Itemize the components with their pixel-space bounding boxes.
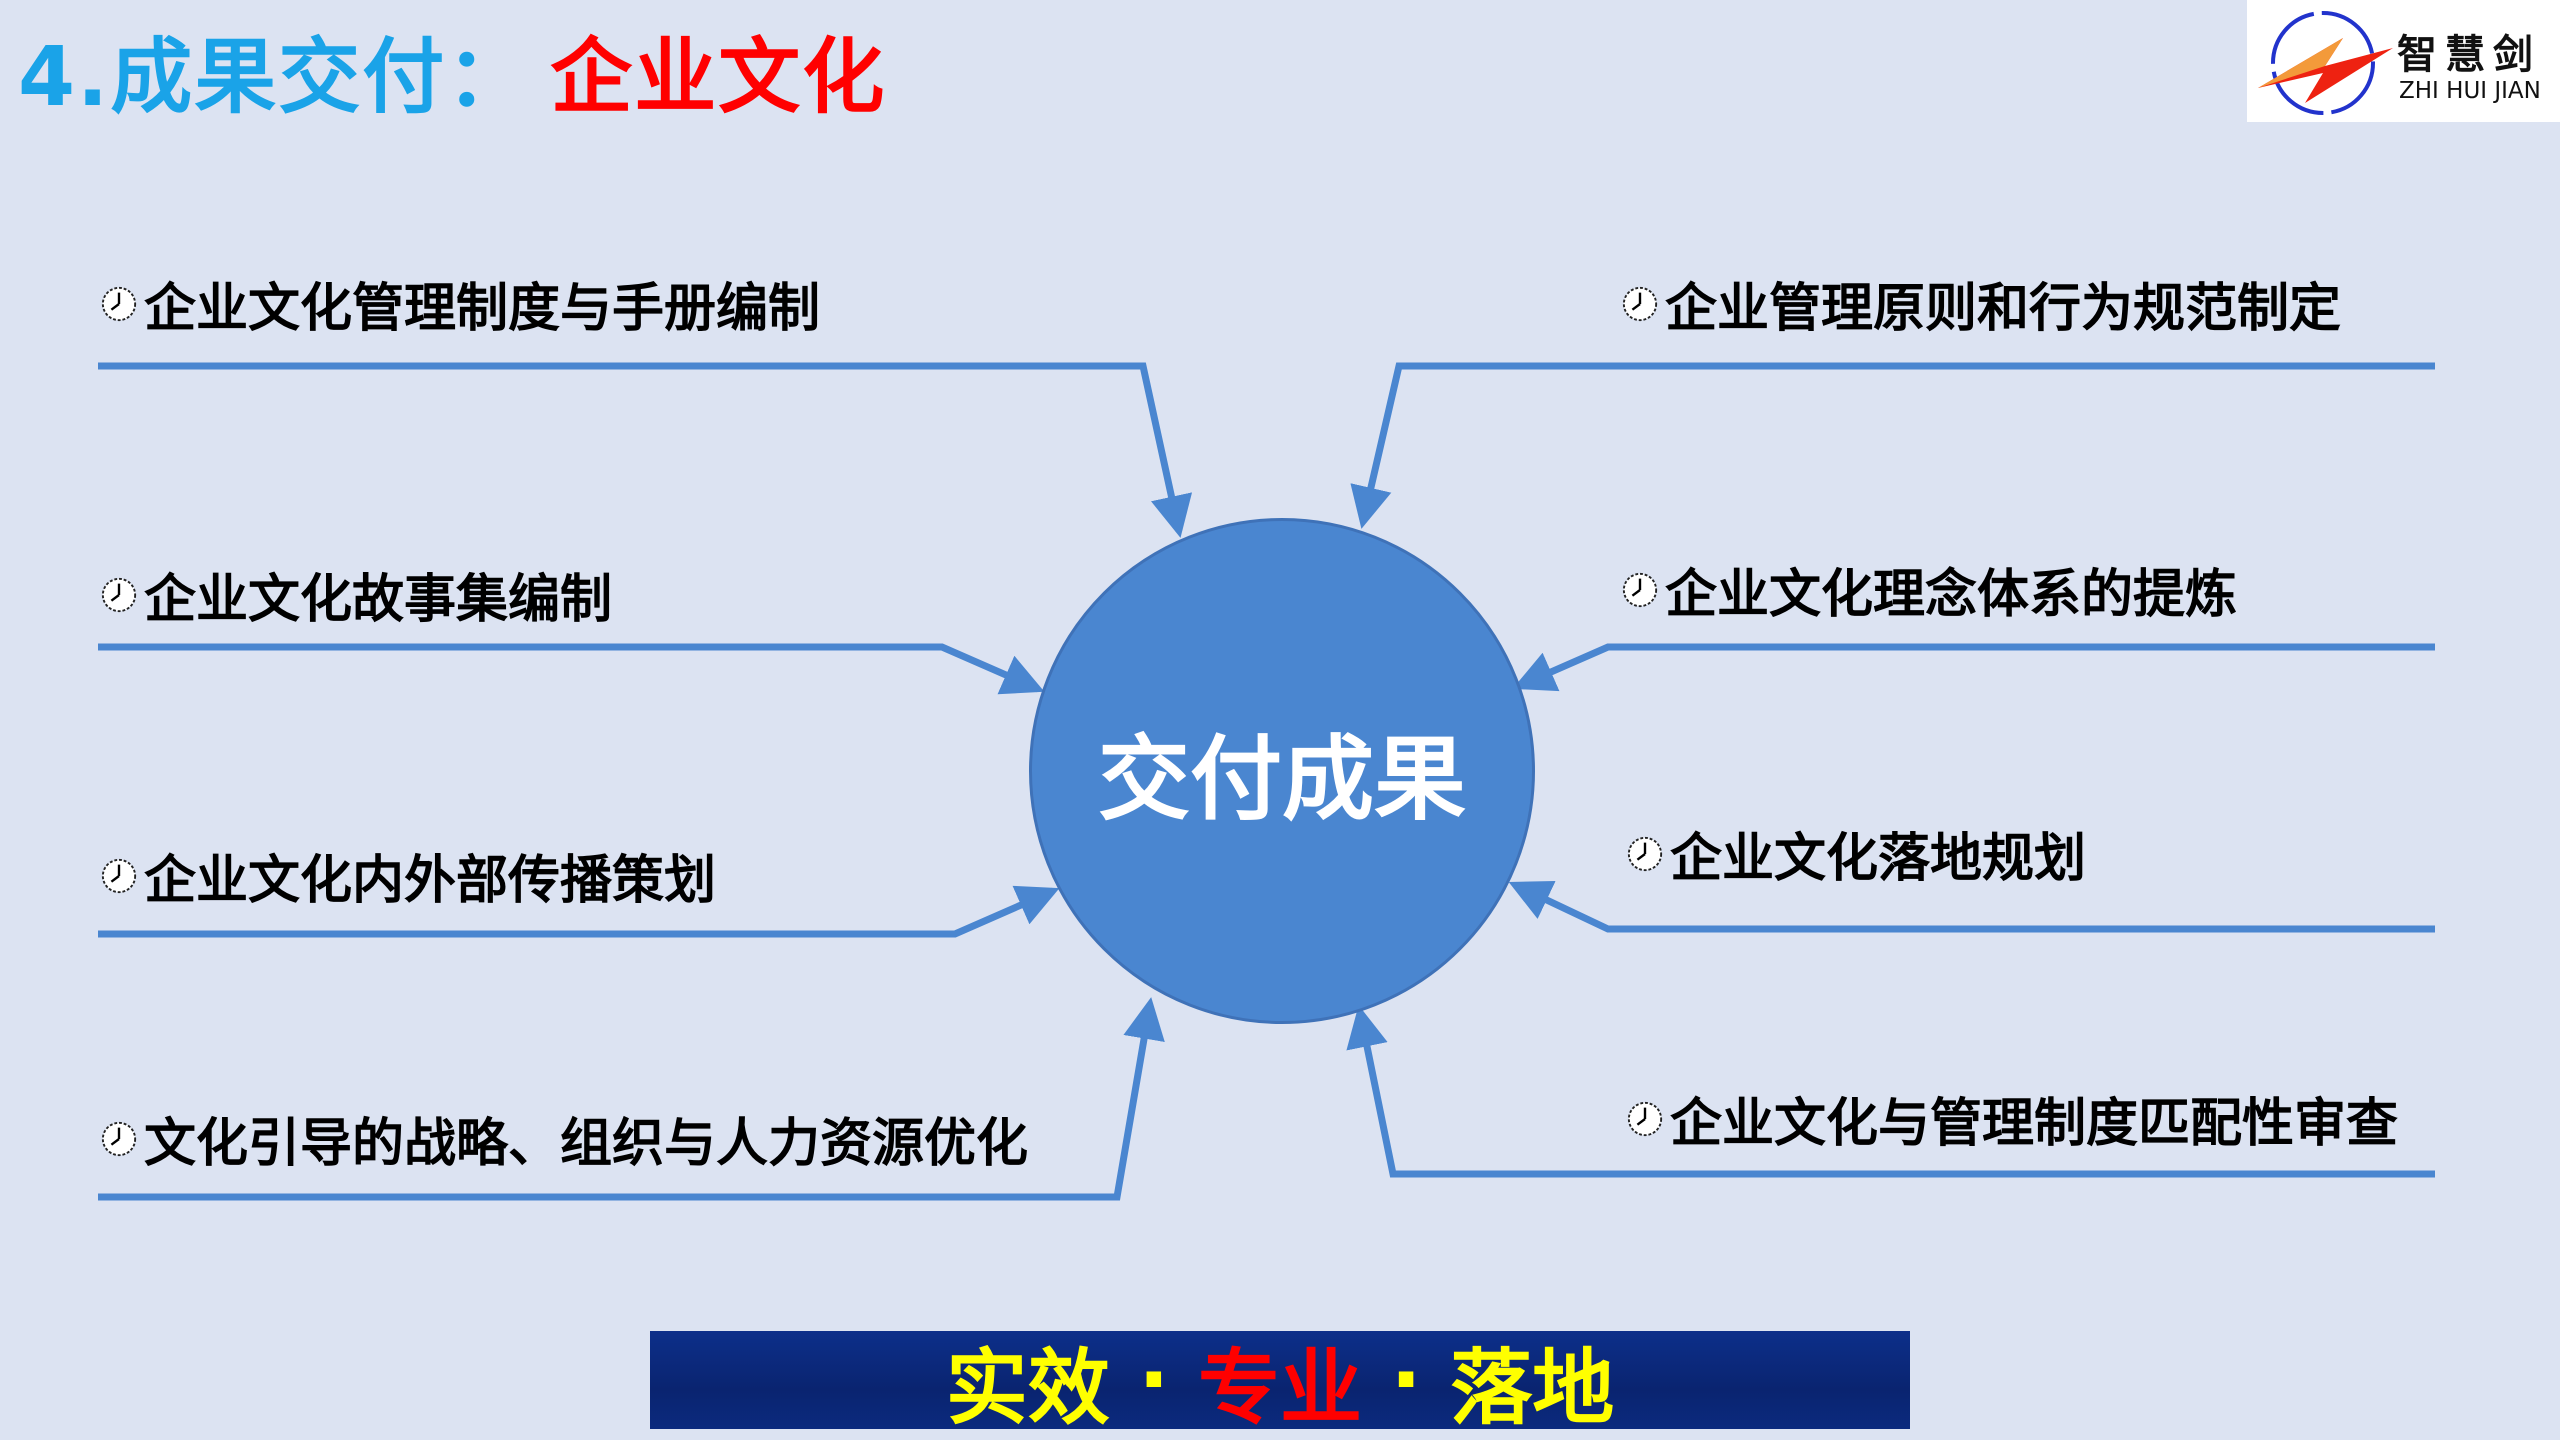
clock-icon xyxy=(101,286,137,321)
item-label: 企业管理原则和行为规范制定 xyxy=(1665,279,2342,339)
item-label: 文化引导的战略、组织与人力资源优化 xyxy=(144,1114,1029,1174)
connector-right-1 xyxy=(1350,362,2435,529)
clock-icon xyxy=(101,577,137,612)
logo-name-en: ZHI HUI JIAN xyxy=(2399,78,2541,104)
slogan-part-2: 专业 xyxy=(1197,1340,1362,1436)
left-item-1: 企业文化管理制度与手册编制 xyxy=(100,266,820,341)
slogan-part-3: 落地 xyxy=(1450,1340,1615,1436)
item-label: 企业文化与管理制度匹配性审查 xyxy=(1670,1094,2399,1154)
slogan-separator-1: · xyxy=(1109,1332,1198,1428)
item-label: 企业文化管理制度与手册编制 xyxy=(144,279,821,339)
clock-icon xyxy=(101,1121,137,1156)
item-label: 企业文化理念体系的提炼 xyxy=(1665,565,2238,625)
right-item-1: 企业管理原则和行为规范制定 xyxy=(1621,266,2341,341)
lightning-logo-icon xyxy=(2258,11,2393,115)
center-circle: 交付成果 xyxy=(1029,518,1535,1024)
right-item-2: 企业文化理念体系的提炼 xyxy=(1621,552,2237,627)
slogan-part-1: 实效 xyxy=(945,1340,1110,1436)
connector-right-3 xyxy=(1508,880,2435,933)
item-label: 企业文化落地规划 xyxy=(1670,829,2087,889)
company-logo: 智慧剑 ZHI HUI JIAN xyxy=(2247,0,2560,122)
connector-right-4 xyxy=(1346,1005,2435,1178)
item-label: 企业文化故事集编制 xyxy=(144,570,613,630)
clock-icon xyxy=(1622,286,1658,321)
connector-left-1 xyxy=(98,362,1193,538)
clock-icon xyxy=(101,858,137,893)
connector-left-2 xyxy=(98,643,1045,695)
left-item-4: 文化引导的战略、组织与人力资源优化 xyxy=(100,1101,1028,1176)
title-topic: 企业文化 xyxy=(550,30,887,125)
left-item-2: 企业文化故事集编制 xyxy=(100,557,612,632)
clock-icon xyxy=(1627,836,1663,871)
clock-icon xyxy=(1627,1101,1663,1136)
logo-name-cn: 智慧剑 xyxy=(2397,31,2541,78)
connector-left-4 xyxy=(98,997,1165,1201)
slogan-separator-2: · xyxy=(1362,1332,1451,1428)
item-label: 企业文化内外部传播策划 xyxy=(144,851,717,911)
right-item-3: 企业文化落地规划 xyxy=(1626,816,2086,891)
title-prefix: 4.成果交付： xyxy=(18,30,531,125)
page-title: 4.成果交付：企业文化 xyxy=(18,10,886,129)
center-label: 交付成果 xyxy=(1097,725,1466,833)
clock-icon xyxy=(1622,572,1658,607)
slogan-banner: 实效 · 专业 · 落地 xyxy=(650,1331,1910,1436)
connector-right-2 xyxy=(1512,643,2435,692)
right-item-4: 企业文化与管理制度匹配性审查 xyxy=(1626,1081,2398,1156)
left-item-3: 企业文化内外部传播策划 xyxy=(100,838,716,913)
connector-left-3 xyxy=(98,885,1060,938)
